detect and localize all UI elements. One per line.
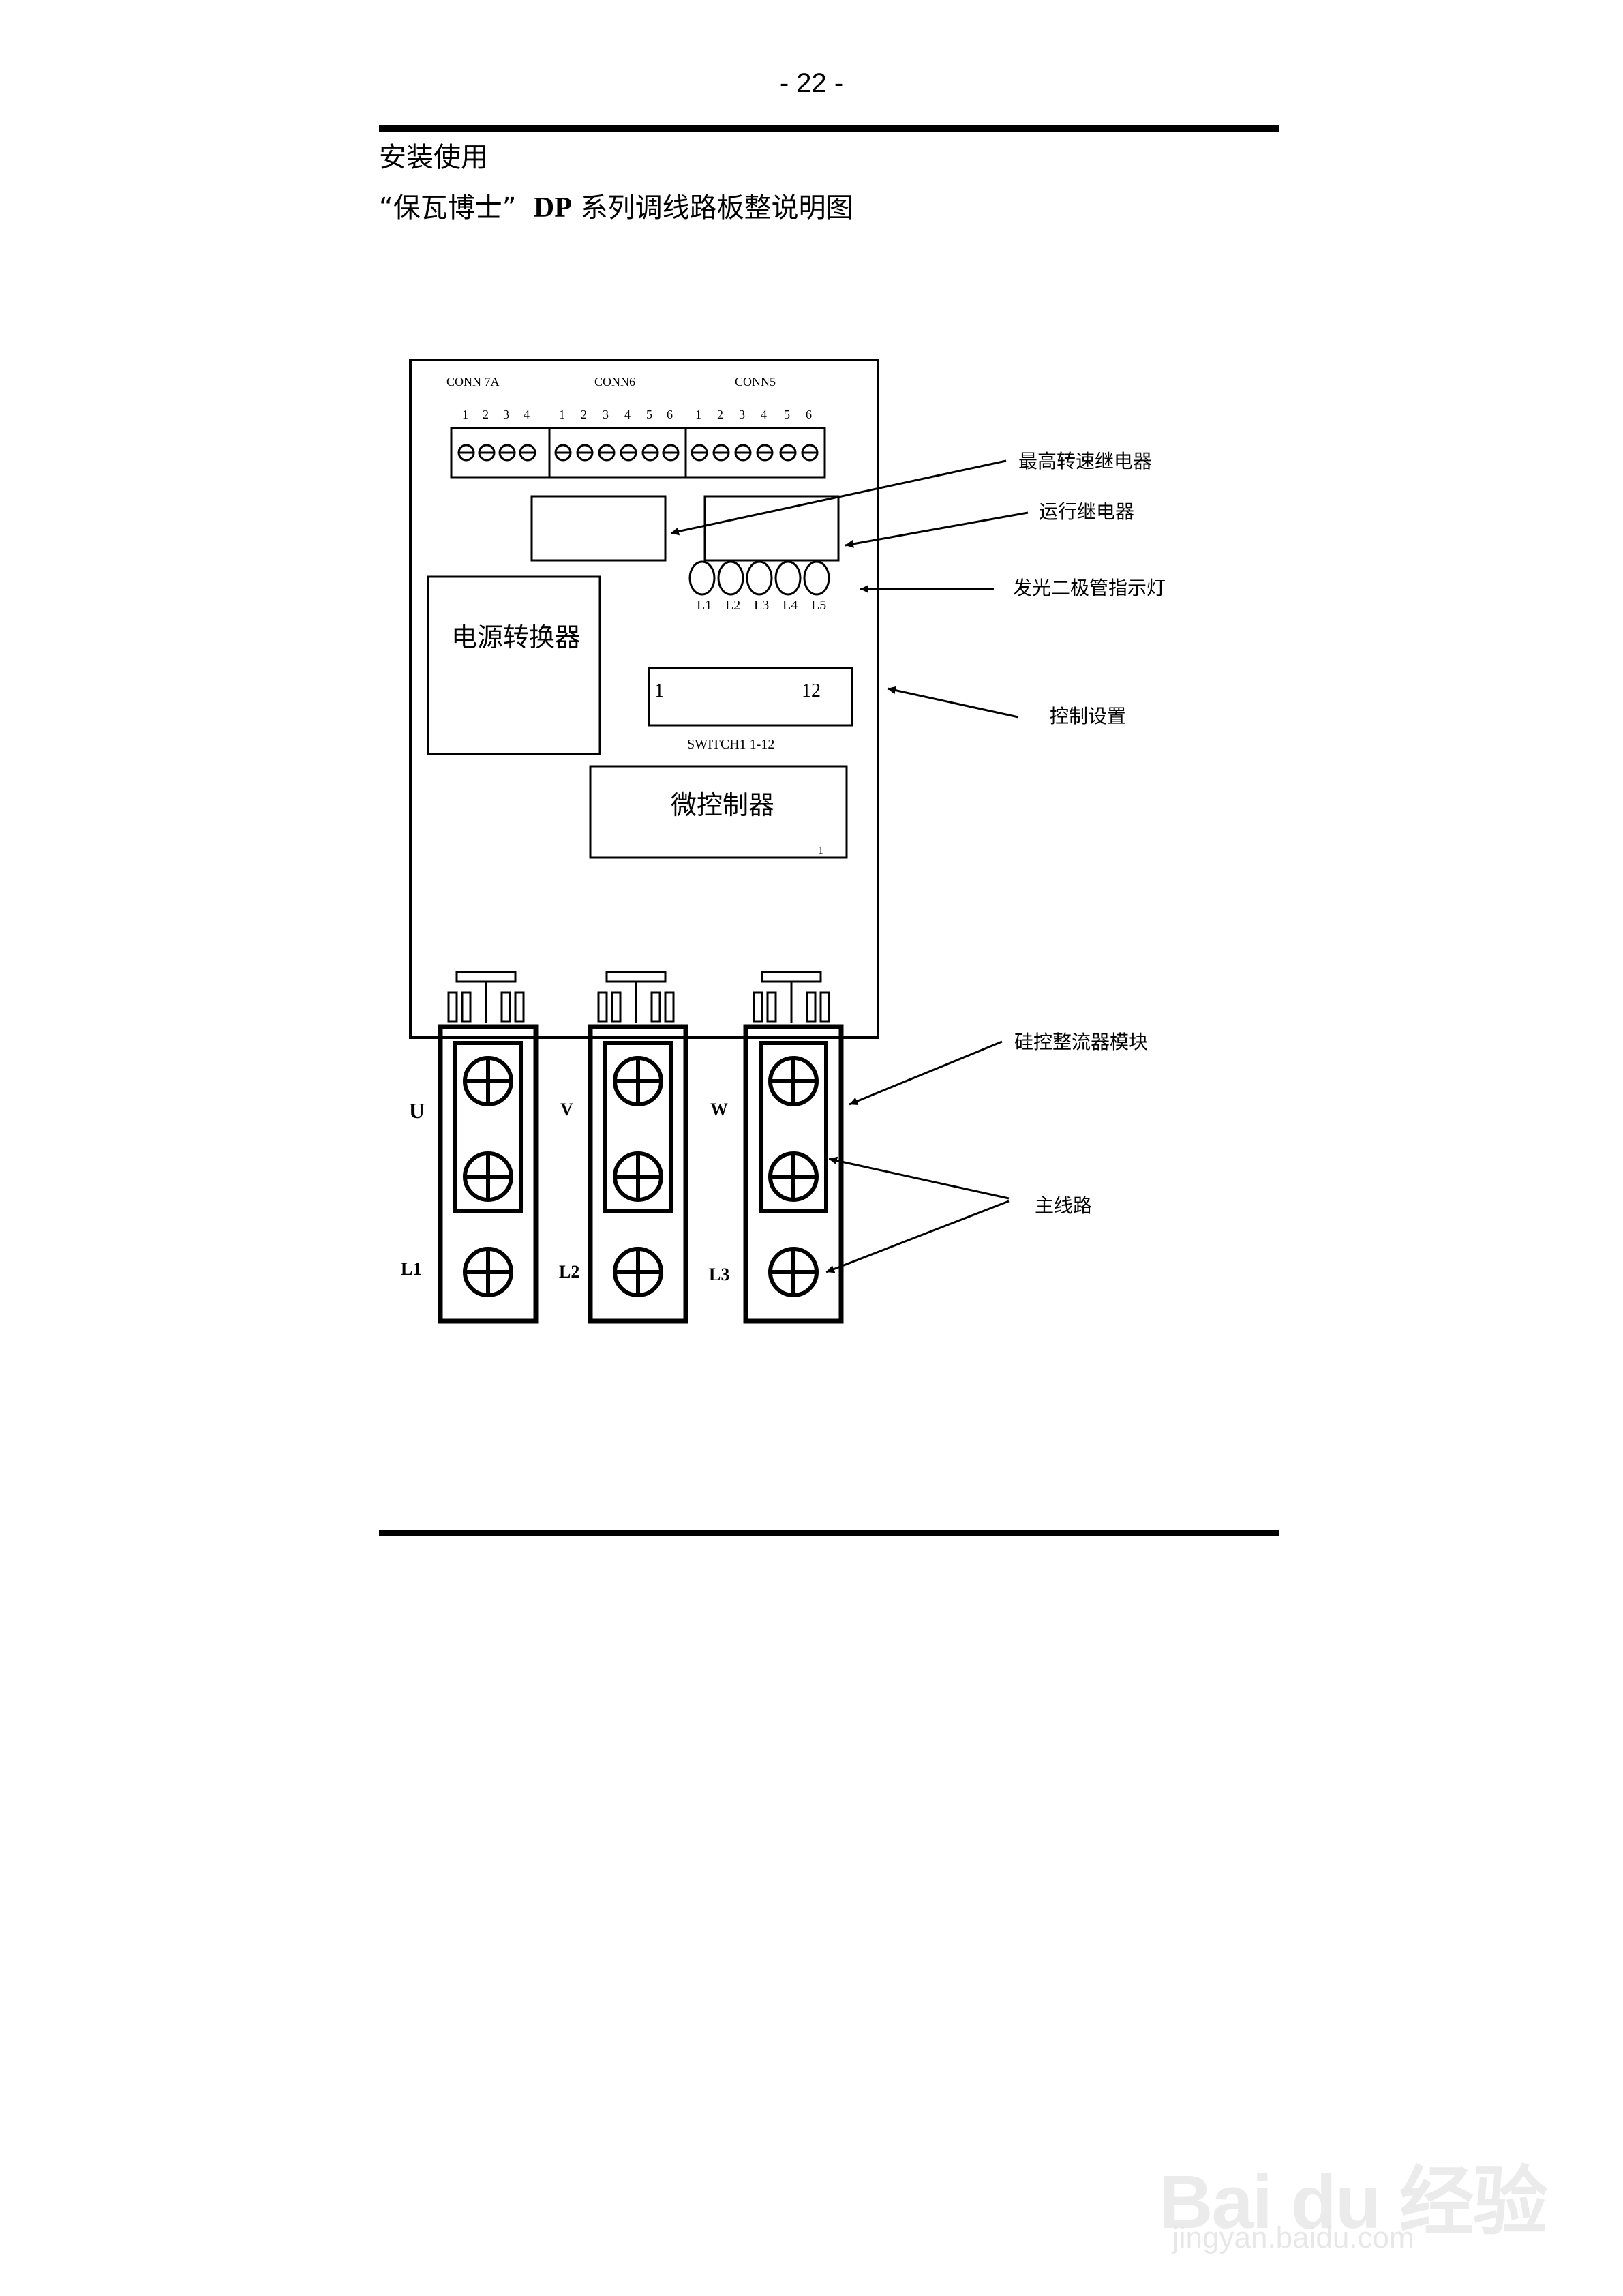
gate-pin: [806, 991, 817, 1023]
gate-pin: [597, 991, 608, 1023]
footer-rule: [379, 1530, 1279, 1536]
arrow-run-relay: [845, 511, 1029, 548]
conn5-label: CONN5: [735, 375, 776, 389]
callout-control-setting: 控制设置: [1050, 705, 1126, 727]
callout-main-circuit: 主线路: [1035, 1194, 1092, 1217]
connector-pin-number: 1: [462, 408, 468, 421]
scr-busbar: [453, 1041, 523, 1213]
scr-module: [743, 971, 844, 1324]
connector-pin-number: 1: [559, 408, 565, 421]
gate-connector-top: [455, 971, 517, 983]
led-indicator: [774, 560, 802, 596]
connector-pin-number: 2: [717, 408, 723, 421]
phase-label-w: W: [710, 1100, 728, 1119]
connector-pin-number: 1: [695, 408, 701, 421]
gate-connector-top: [761, 971, 822, 983]
gate-pin: [650, 991, 661, 1023]
title-brand: “保瓦博士”: [379, 192, 517, 224]
led-label: L3: [754, 598, 769, 613]
line-label-l3: L3: [709, 1265, 729, 1284]
connector-pin-number: 4: [524, 408, 530, 421]
arrow-main-circuit-lower: [825, 1200, 1010, 1273]
connector-pin-number: 2: [483, 408, 489, 421]
switch-right-number: 12: [802, 680, 821, 701]
connector-pin-number: 4: [624, 408, 631, 421]
callout-run-relay: 运行继电器: [1039, 500, 1134, 523]
led-indicator: [717, 560, 744, 596]
connector-pin-number: 4: [761, 408, 767, 421]
led-indicator: [746, 560, 773, 596]
connector-pin-number: 3: [739, 408, 745, 421]
switch-block: [648, 667, 853, 727]
microcontroller-box: [589, 765, 848, 859]
arrow-main-circuit-upper: [828, 1156, 1010, 1200]
power-converter-box: [427, 575, 601, 755]
gate-pin: [766, 991, 777, 1023]
document-title: “保瓦博士” DP 系列调线路板整说明图: [379, 185, 853, 225]
header-rule: [379, 125, 1279, 132]
callout-led-indicator: 发光二极管指示灯: [1013, 577, 1166, 599]
gate-pin: [611, 991, 622, 1023]
gate-pin: [664, 991, 675, 1023]
scr-module-body: [438, 1024, 539, 1324]
scr-busbar: [603, 1041, 673, 1213]
led-label: L1: [697, 598, 712, 613]
connector-pin-number: 5: [784, 408, 790, 421]
section-heading: 安装使用: [379, 142, 488, 173]
conn7a-label: CONN 7A: [446, 375, 500, 389]
led-indicators: L1 L2 L3 L4 L5: [688, 560, 830, 613]
title-model: DP: [533, 192, 572, 224]
led-label: L2: [725, 598, 740, 613]
switch-label: SWITCH1 1-12: [687, 737, 774, 752]
switch-left-number: 1: [654, 680, 664, 701]
max-speed-relay: [530, 495, 667, 562]
led-indicator: [688, 560, 716, 596]
callout-scr-module: 硅控整流器模块: [1014, 1031, 1148, 1053]
scr-modules: [438, 971, 844, 1324]
led-label: L4: [783, 598, 798, 613]
connector-pin-number: 5: [646, 408, 652, 421]
line-label-l2: L2: [559, 1262, 579, 1282]
title-description: 系列调线路板整说明图: [580, 192, 853, 224]
phase-label-u: U: [409, 1098, 425, 1123]
line-label-l1: L1: [401, 1259, 421, 1279]
terminal-block: [450, 427, 826, 479]
gate-pin: [514, 991, 525, 1023]
arrow-scr-module: [849, 1040, 1003, 1106]
connector-pin-number: 3: [603, 408, 609, 421]
led-label: L5: [811, 598, 826, 613]
gate-connector-top: [605, 971, 667, 983]
power-converter-label: 电源转换器: [451, 622, 581, 652]
scr-busbar: [759, 1041, 828, 1213]
callout-max-speed-relay: 最高转速继电器: [1018, 450, 1152, 472]
microcontroller-label: 微控制器: [671, 790, 774, 820]
microcontroller-pin-label: 1: [818, 845, 823, 856]
connector-pin-number: 6: [806, 408, 812, 421]
gate-pin: [753, 991, 763, 1023]
led-indicator: [803, 560, 830, 596]
scr-module-body: [588, 1024, 688, 1324]
phase-label-v: V: [560, 1100, 573, 1119]
gate-pin: [461, 991, 472, 1023]
gate-pin: [819, 991, 830, 1023]
gate-pin: [500, 991, 511, 1023]
arrow-max-speed-relay: [670, 459, 1007, 536]
page-number: - 22 -: [779, 68, 844, 98]
scr-module: [588, 971, 688, 1324]
conn6-label: CONN6: [594, 375, 635, 389]
run-relay: [703, 495, 840, 562]
arrow-control-setting: [887, 686, 1019, 719]
board-outline: [409, 359, 879, 1039]
connector-pins: 1 2 3 4 1 2 3 4 5 6 1 2 3 4 5 6: [457, 408, 819, 462]
connector-pin-number: 6: [667, 408, 673, 421]
gate-pin: [447, 991, 458, 1023]
scr-module-body: [743, 1024, 844, 1324]
connector-pin-number: 3: [503, 408, 509, 421]
scr-module: [438, 971, 539, 1324]
connector-pin-number: 2: [581, 408, 587, 421]
